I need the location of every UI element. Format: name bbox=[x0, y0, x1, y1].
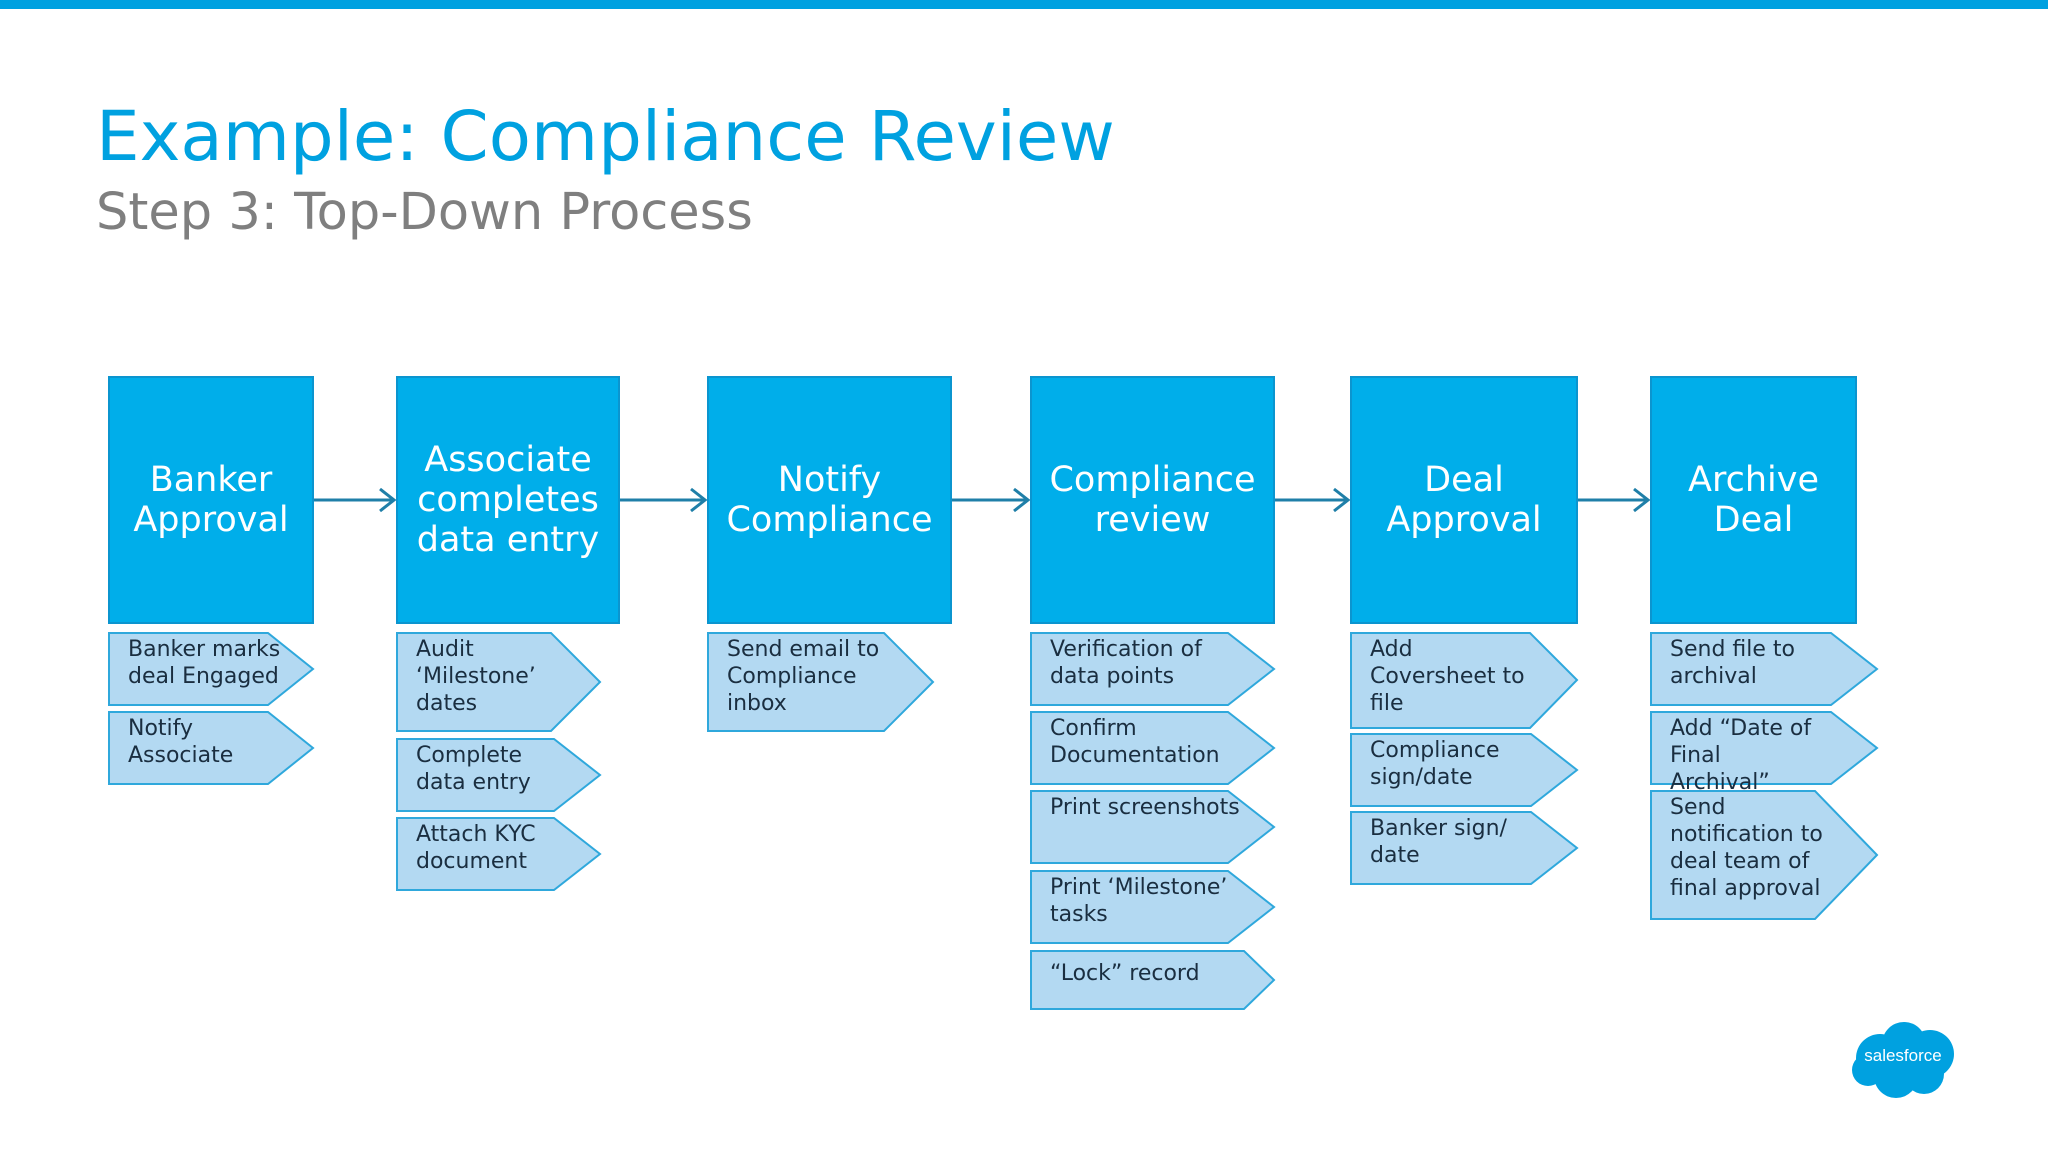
task-label: Compliance sign/date bbox=[1370, 738, 1500, 790]
stage-banker-approval: Banker Approval bbox=[108, 376, 314, 624]
salesforce-logo: salesforce bbox=[1848, 1020, 1958, 1100]
task-label: Send email to Compliance inbox bbox=[727, 637, 880, 716]
task-label: Add Coversheet to file bbox=[1370, 637, 1525, 716]
task-label: Notify Associate bbox=[128, 716, 234, 768]
task-label: Print ‘Milestone’ tasks bbox=[1050, 875, 1228, 927]
task-label: Confirm Documentation bbox=[1050, 716, 1220, 768]
task-chevron: Banker sign/ date bbox=[1350, 811, 1579, 885]
task-label: Complete data entry bbox=[416, 743, 531, 795]
flow-arrow bbox=[620, 487, 707, 513]
stage-label: Notify Compliance bbox=[726, 460, 933, 540]
task-chevron: Print screenshots bbox=[1030, 790, 1276, 864]
task-chevron: Print ‘Milestone’ tasks bbox=[1030, 870, 1276, 944]
slide-subtitle: Step 3: Top-Down Process bbox=[96, 183, 753, 242]
task-chevron: Send email to Compliance inbox bbox=[707, 632, 935, 732]
stage-label: Banker Approval bbox=[133, 460, 289, 540]
task-label: Attach KYC document bbox=[416, 822, 536, 874]
salesforce-cloud-icon bbox=[1852, 1022, 1954, 1098]
stage-notify-compliance: Notify Compliance bbox=[707, 376, 952, 624]
stage-label: Associate completes data entry bbox=[416, 440, 600, 560]
top-accent-bar bbox=[0, 0, 2048, 9]
slide-title: Example: Compliance Review bbox=[96, 97, 1115, 177]
task-chevron: Send file to archival bbox=[1650, 632, 1879, 706]
flow-arrow bbox=[1275, 487, 1350, 513]
task-chevron: Add Coversheet to file bbox=[1350, 632, 1579, 729]
flow-arrow bbox=[952, 487, 1030, 513]
task-label: Banker sign/ date bbox=[1370, 816, 1507, 868]
task-chevron: Complete data entry bbox=[396, 738, 602, 812]
task-label: Banker marks deal Engaged bbox=[128, 637, 281, 689]
task-chevron: Add “Date of Final Archival” bbox=[1650, 711, 1879, 795]
stage-label: Compliance review bbox=[1049, 460, 1256, 540]
task-label: Print screenshots bbox=[1050, 795, 1240, 820]
task-label: Send file to archival bbox=[1670, 637, 1795, 689]
task-label: Audit ‘Milestone’ dates bbox=[416, 637, 536, 716]
stage-associate-data-entry: Associate completes data entry bbox=[396, 376, 620, 624]
task-chevron: Send notification to deal team of final … bbox=[1650, 790, 1879, 920]
task-chevron: Audit ‘Milestone’ dates bbox=[396, 632, 602, 732]
logo-text: salesforce bbox=[1864, 1046, 1942, 1065]
task-chevron: Notify Associate bbox=[108, 711, 315, 785]
task-label: “Lock” record bbox=[1050, 961, 1200, 986]
stage-deal-approval: Deal Approval bbox=[1350, 376, 1578, 624]
flow-arrow bbox=[314, 487, 396, 513]
task-chevron: Banker marks deal Engaged bbox=[108, 632, 315, 706]
task-chevron: Attach KYC document bbox=[396, 817, 602, 891]
stage-archive-deal: Archive Deal bbox=[1650, 376, 1857, 624]
task-chevron: Compliance sign/date bbox=[1350, 733, 1579, 807]
task-label: Add “Date of Final Archival” bbox=[1670, 716, 1812, 795]
stage-label: Deal Approval bbox=[1386, 460, 1542, 540]
task-label: Verification of data points bbox=[1050, 637, 1202, 689]
task-chevron: Verification of data points bbox=[1030, 632, 1276, 706]
task-chevron: “Lock” record bbox=[1030, 950, 1276, 1010]
stage-label: Archive Deal bbox=[1688, 460, 1819, 540]
stage-compliance-review: Compliance review bbox=[1030, 376, 1275, 624]
flow-arrow bbox=[1578, 487, 1650, 513]
task-label: Send notification to deal team of final … bbox=[1670, 795, 1823, 901]
task-chevron: Confirm Documentation bbox=[1030, 711, 1276, 785]
